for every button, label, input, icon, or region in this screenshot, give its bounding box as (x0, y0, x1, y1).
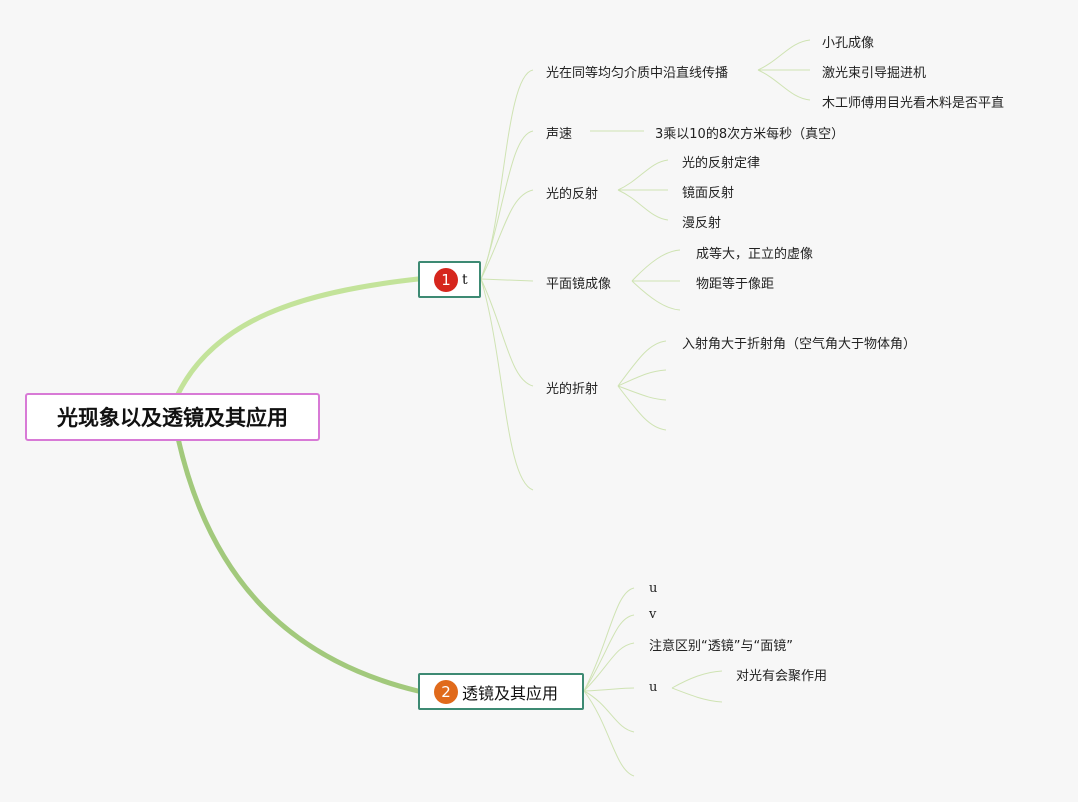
topic-laser-guided-tunneling[interactable]: 激光束引导掘进机 (822, 66, 927, 81)
link-straight-c3 (757, 69, 811, 101)
branch-1-topic[interactable]: 1 t (418, 261, 481, 298)
central-topic[interactable]: 光现象以及透镜及其应用 (25, 393, 320, 441)
link-b2-note (583, 642, 635, 692)
branch-2-topic[interactable]: 2 透镜及其应用 (418, 673, 584, 710)
topic-u-2[interactable]: u (649, 680, 658, 695)
topic-diffuse-reflection[interactable]: 漫反射 (682, 216, 722, 231)
topic-straight-propagation[interactable]: 光在同等均匀介质中沿直线传播 (546, 66, 729, 81)
link-refraction-c1 (617, 340, 667, 387)
link-empty (480, 278, 534, 491)
link-reflection (480, 189, 534, 280)
topic-incidence-angle[interactable]: 入射角大于折射角（空气角大于物体角） (682, 337, 917, 352)
topic-reflection[interactable]: 光的反射 (546, 187, 599, 202)
priority-1-badge: 1 (434, 267, 458, 292)
link-b2-u2 (583, 687, 635, 692)
topic-pinhole-imaging[interactable]: 小孔成像 (822, 36, 875, 51)
link-plane-c3 (631, 280, 681, 311)
link-b2-e2 (583, 690, 635, 777)
topic-lens-vs-mirror-note[interactable]: 注意区别“透镜”与“面镜” (649, 639, 793, 654)
topic-light-speed-value[interactable]: 3乘以10的8次方米每秒（真空） (655, 127, 845, 142)
link-refraction-c3 (617, 385, 667, 401)
topic-converging-effect[interactable]: 对光有会聚作用 (736, 669, 828, 684)
link-refraction-c2 (617, 369, 667, 387)
topic-u-1[interactable]: u (649, 581, 658, 596)
link-u2-c2 (671, 687, 723, 703)
topic-virtual-image[interactable]: 成等大，正立的虚像 (696, 247, 814, 262)
link-sound (480, 130, 534, 280)
link-refraction-c4 (617, 385, 667, 431)
topic-v[interactable]: v (649, 607, 657, 622)
topic-plane-mirror[interactable]: 平面镜成像 (546, 277, 612, 292)
main-link-branch1 (175, 276, 421, 397)
link-plane-mirror (480, 278, 534, 282)
link-refraction (480, 278, 534, 387)
main-link-branch2 (175, 435, 421, 694)
priority-2-badge: 2 (434, 679, 458, 704)
link-reflection-c1 (617, 159, 669, 191)
link-reflection-c3 (617, 189, 669, 221)
topic-law-of-reflection[interactable]: 光的反射定律 (682, 156, 761, 171)
link-plane-c1 (631, 249, 681, 282)
topic-specular-reflection[interactable]: 镜面反射 (682, 186, 735, 201)
link-b2-v (583, 614, 635, 692)
link-straight (480, 69, 534, 280)
link-b2-u1 (583, 587, 635, 692)
link-u2-c1 (671, 670, 723, 689)
topic-carpenter-sighting[interactable]: 木工师傅用目光看木料是否平直 (822, 96, 1005, 111)
branch-1-label: t (462, 271, 468, 288)
topic-object-image-distance[interactable]: 物距等于像距 (696, 277, 775, 292)
branch-2-label: 透镜及其应用 (462, 683, 559, 703)
topic-refraction[interactable]: 光的折射 (546, 382, 599, 397)
link-straight-c1 (757, 39, 811, 71)
topic-sound-speed[interactable]: 声速 (546, 127, 573, 142)
link-b2-e1 (583, 690, 635, 733)
